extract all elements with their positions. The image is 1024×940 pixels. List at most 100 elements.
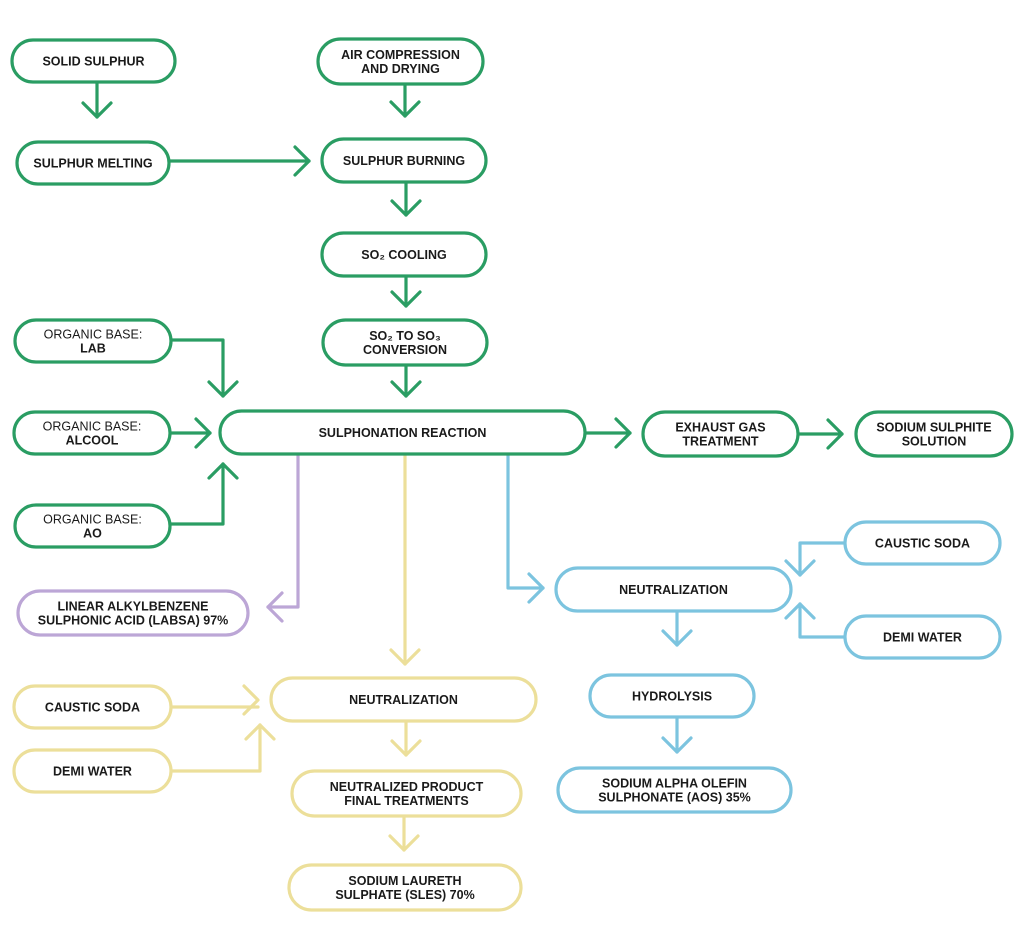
node-box — [15, 140, 171, 186]
node-label-line: LAB — [80, 342, 106, 356]
node-box — [12, 410, 172, 456]
node-label-line: SULPHUR BURNING — [343, 154, 465, 168]
node-label: NEUTRALIZATION — [619, 583, 728, 597]
node-base-lab: ORGANIC BASE:LAB — [13, 318, 173, 364]
node-box — [320, 137, 488, 184]
connector-line — [506, 452, 545, 590]
node-label-line: LINEAR ALKYLBENZENE — [58, 600, 209, 614]
node-box — [320, 231, 488, 278]
node-label-line: ORGANIC BASE: — [43, 513, 142, 527]
node-label: HYDROLYSIS — [632, 690, 712, 704]
arrowhead — [826, 418, 844, 450]
node-label-line: SOLID SULPHUR — [42, 55, 144, 69]
node-box — [269, 676, 538, 723]
arrowhead — [266, 591, 284, 623]
node-box — [316, 37, 485, 86]
arrowhead — [614, 417, 632, 449]
node-label-line: SULPHUR MELTING — [33, 157, 152, 171]
node-label-line: SULPHATE (SLES) 70% — [335, 888, 474, 902]
arrowhead — [389, 100, 421, 118]
arrowhead — [207, 380, 239, 398]
node-base-ao: ORGANIC BASE:AO — [13, 503, 172, 549]
node-label-line: CONVERSION — [363, 343, 447, 357]
node-sulphur-burning: SULPHUR BURNING — [320, 137, 488, 184]
node-label-line: SODIUM LAURETH — [348, 874, 461, 888]
node-label: SULPHUR MELTING — [33, 157, 152, 171]
node-box — [554, 566, 793, 613]
node-box — [556, 766, 793, 814]
connector-line — [798, 541, 847, 577]
node-label-line: ORGANIC BASE: — [43, 420, 142, 434]
node-label: SULPHUR BURNING — [343, 154, 465, 168]
node-label: DEMI WATER — [53, 765, 132, 779]
node-box — [854, 410, 1014, 458]
node-label: DEMI WATER — [883, 631, 962, 645]
arrowhead — [242, 684, 260, 716]
node-label-line: NEUTRALIZATION — [349, 693, 458, 707]
connector-line — [168, 462, 225, 526]
node-box — [13, 503, 172, 549]
node-box — [12, 748, 173, 794]
node-label-line: SOLUTION — [902, 435, 967, 449]
arrowhead — [661, 629, 693, 647]
node-label-line: AIR COMPRESSION — [341, 48, 460, 62]
node-sulphonation: SULPHONATION REACTION — [218, 409, 587, 456]
node-label-line: CAUSTIC SODA — [45, 701, 140, 715]
node-label: SOLID SULPHUR — [42, 55, 144, 69]
node-box — [843, 614, 1002, 660]
arrowhead — [81, 101, 113, 119]
node-demi-water-blue: DEMI WATER — [843, 614, 1002, 660]
arrowhead — [661, 736, 693, 754]
node-label-line: ALCOOL — [66, 434, 119, 448]
node-label-line: SODIUM SULPHITE — [876, 421, 991, 435]
node-label-line: ORGANIC BASE: — [44, 328, 143, 342]
node-label-line: NEUTRALIZED PRODUCT — [330, 780, 484, 794]
node-base-alcool: ORGANIC BASE:ALCOOL — [12, 410, 172, 456]
connector-line — [798, 602, 847, 639]
node-label-line: SO₂ COOLING — [361, 248, 446, 262]
node-box — [588, 673, 756, 719]
node-box — [321, 318, 489, 367]
node-label-line: SO₂ TO SO₃ — [369, 329, 441, 343]
node-label-line: SULPHONATE (AOS) 35% — [598, 791, 751, 805]
arrowhead — [389, 648, 421, 666]
arrowhead — [388, 834, 420, 852]
connector-line — [266, 452, 300, 609]
arrowhead — [293, 145, 311, 177]
node-box — [16, 589, 250, 637]
node-box — [290, 769, 523, 818]
node-solid-sulphur: SOLID SULPHUR — [10, 38, 177, 84]
node-box — [13, 318, 173, 364]
arrowhead — [390, 739, 422, 757]
connector-line — [169, 338, 225, 398]
node-label: CAUSTIC SODA — [875, 537, 970, 551]
node-label-line: DEMI WATER — [883, 631, 962, 645]
node-label: SO₂ COOLING — [361, 248, 446, 262]
arrowhead — [390, 380, 422, 398]
node-box — [287, 863, 523, 912]
node-label-line: TREATMENT — [682, 435, 759, 449]
arrowhead — [784, 559, 816, 577]
node-label-line: NEUTRALIZATION — [619, 583, 728, 597]
node-label-line: SODIUM ALPHA OLEFIN — [602, 777, 747, 791]
node-caustic-soda-blue: CAUSTIC SODA — [843, 520, 1002, 566]
arrowhead — [244, 723, 276, 741]
connectors — [81, 80, 847, 852]
node-label-line: HYDROLYSIS — [632, 690, 712, 704]
node-label: ORGANIC BASE:LAB — [44, 328, 143, 356]
node-box — [641, 410, 800, 458]
